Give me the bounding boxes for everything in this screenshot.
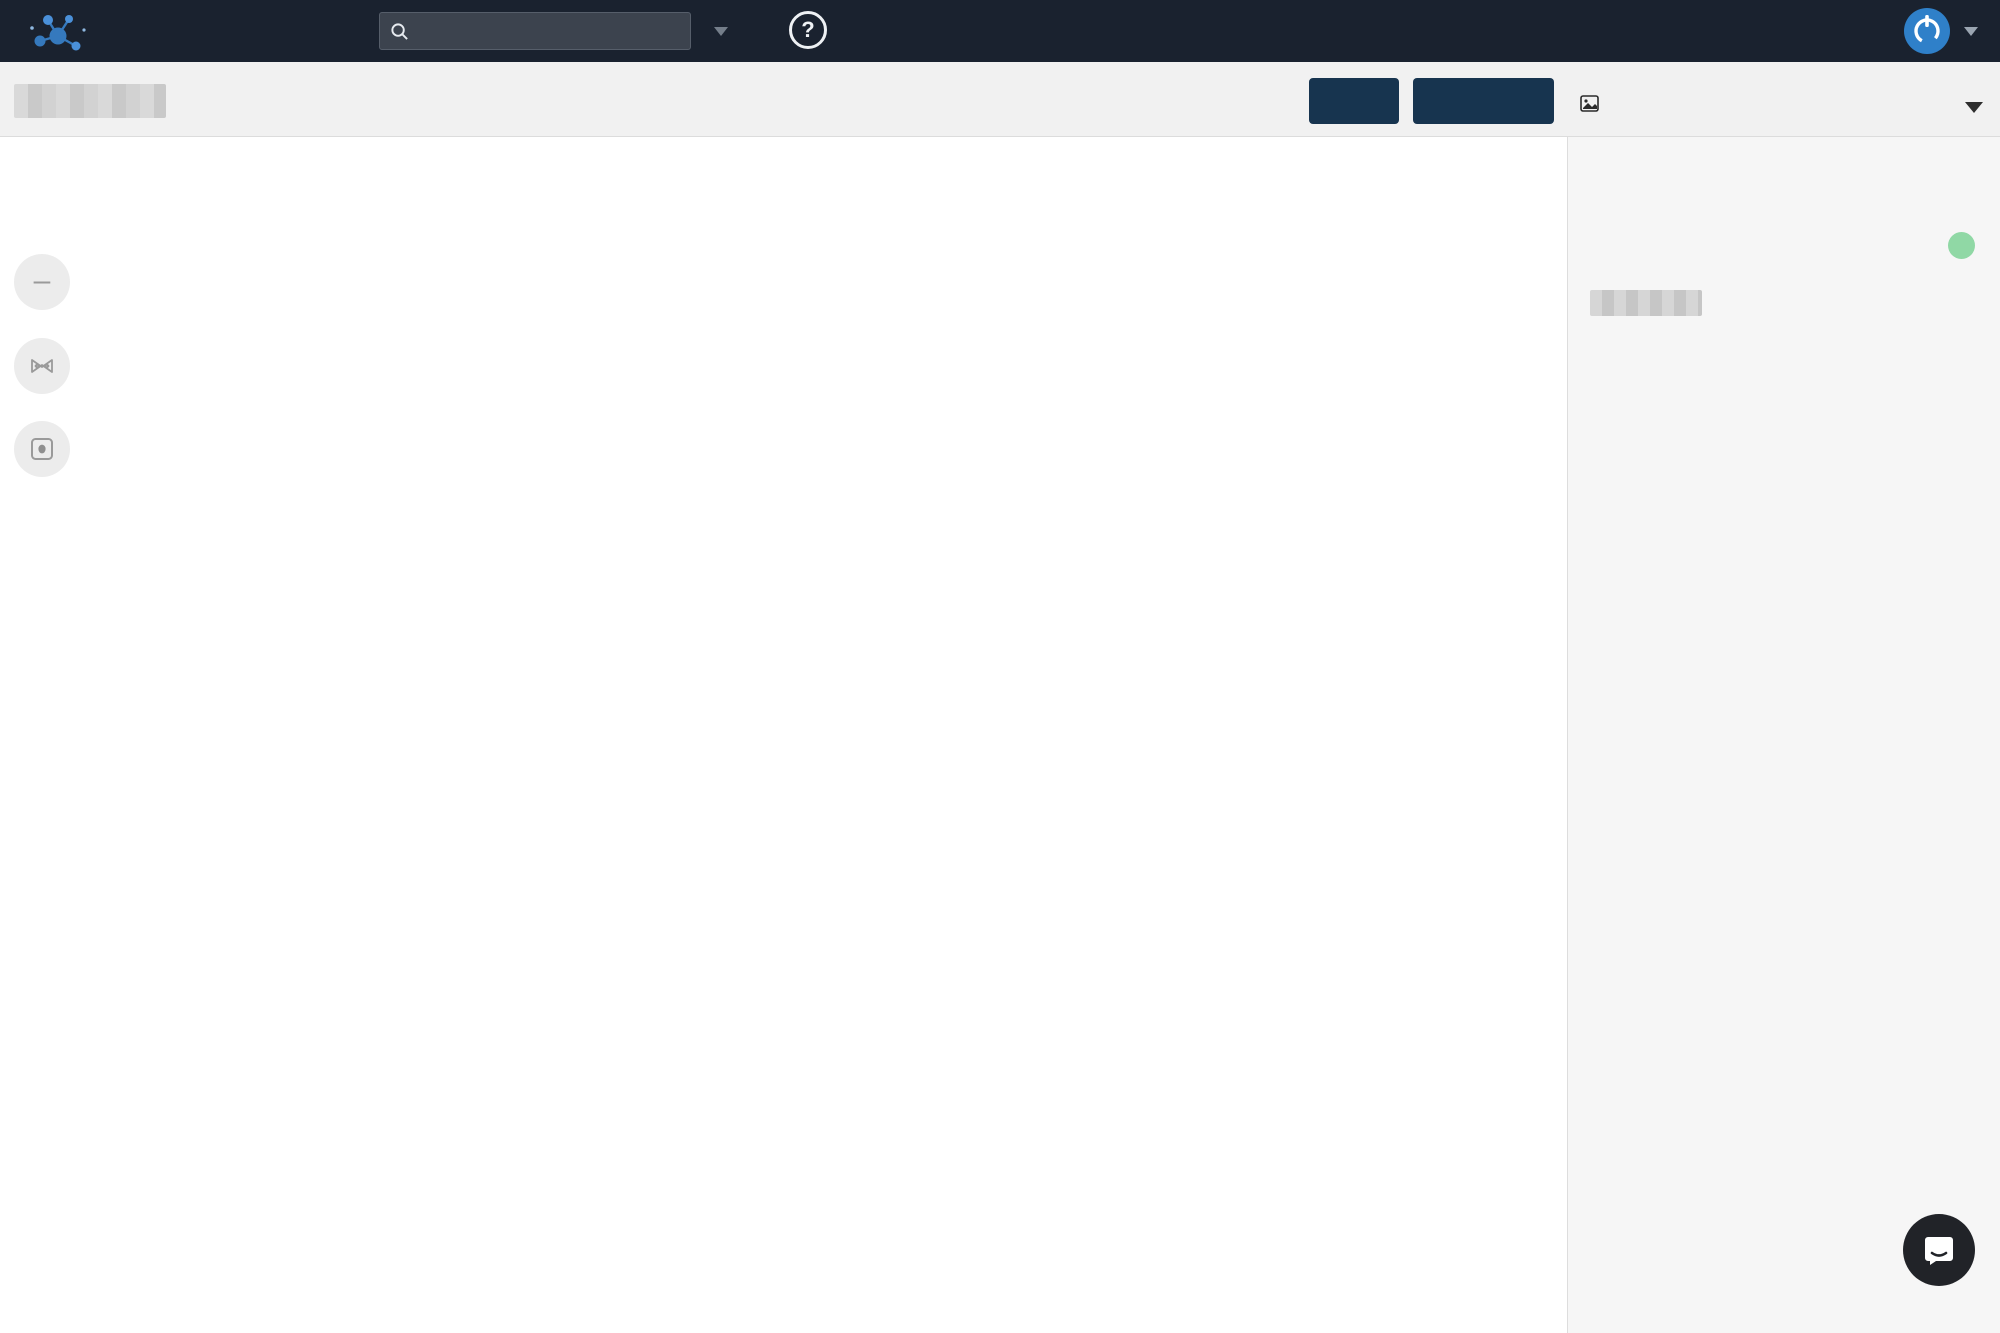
focus-view-icon	[31, 438, 53, 460]
view-selector[interactable]	[1580, 95, 1606, 112]
resource-name	[1590, 287, 1702, 321]
search-box[interactable]	[379, 12, 691, 50]
chat-bubble-icon	[1925, 1237, 1953, 1265]
toolbar	[0, 62, 2000, 137]
picture-icon	[1580, 95, 1599, 112]
view-selector-caret-icon[interactable]	[1965, 102, 1983, 113]
attributes-sidebar	[1567, 137, 2000, 1333]
account-caret-icon[interactable]	[1964, 27, 1978, 36]
resource-name-redacted	[1590, 290, 1702, 316]
chat-launcher-button[interactable]	[1903, 1214, 1975, 1286]
focus-view-button[interactable]	[14, 421, 70, 477]
diagram-canvas[interactable]	[0, 137, 1567, 1333]
top-navbar: ?	[0, 0, 2000, 62]
fit-view-icon	[31, 359, 53, 373]
search-input[interactable]	[417, 22, 680, 40]
user-avatar-power-icon[interactable]	[1904, 8, 1950, 54]
search-caret-icon[interactable]	[714, 27, 728, 36]
export-button[interactable]	[1309, 78, 1399, 124]
search-icon	[391, 22, 408, 40]
zoom-out-button[interactable]: –	[14, 254, 70, 310]
help-icon[interactable]: ?	[789, 11, 827, 49]
view-options-button[interactable]	[1413, 78, 1554, 124]
status-running-dot	[1948, 232, 1975, 259]
hava-logo-icon[interactable]	[24, 6, 90, 56]
fit-view-button[interactable]	[14, 338, 70, 394]
page-title-redacted	[14, 84, 166, 118]
